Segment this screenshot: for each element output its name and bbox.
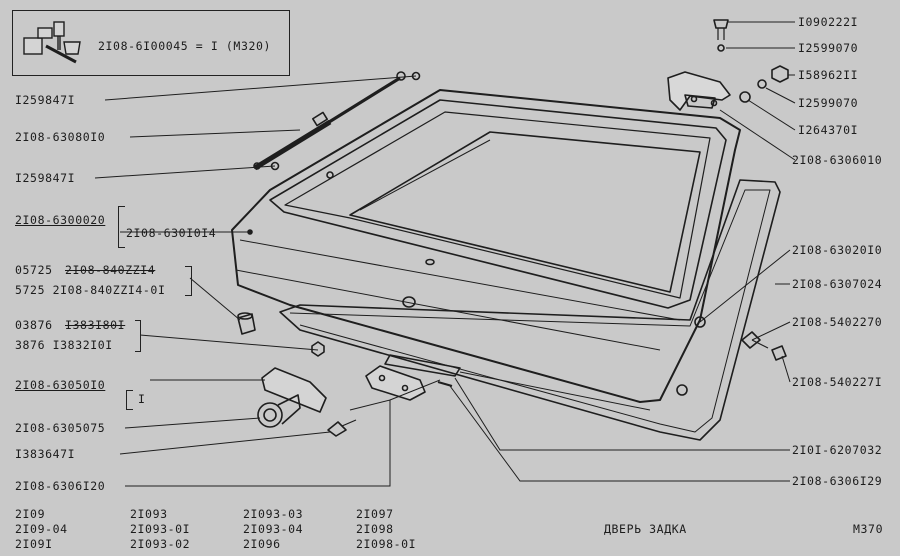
model-col-3-row-3: 2I096 [243,537,281,551]
inner-glass [349,131,701,293]
model-col-2-row-1: 2I093 [130,507,168,521]
diagram-caption: ДВЕРЬ ЗАДКА [604,522,687,536]
fastener-icon [23,21,81,64]
model-col-3-row-2: 2I093-04 [243,522,304,536]
model-col-1-row-3: 2I09I [15,537,53,551]
model-col-4-row-1: 2I097 [356,507,394,521]
door-seal-inner [289,189,771,433]
label-6305075: 2I08-6305075 [15,421,106,435]
lock-housing [261,367,327,413]
model-col-1-row-1: 2I09 [15,507,46,521]
model-col-2-row-3: 2I093-02 [130,537,191,551]
model-col-4-row-3: 2I098-0I [356,537,417,551]
model-col-2-row-2: 2I093-0I [130,522,191,536]
hinge [667,71,731,111]
legend-formula: 2I08-6I00045 = I (M320) [98,39,272,53]
label-I259847I-bottom: I259847I [15,171,76,185]
window-frame-outer [269,99,727,309]
label-I259847I-top: I259847I [15,93,76,107]
label-05725: 05725 [15,263,53,277]
label-540227I: 2I08-540227I [792,375,883,389]
model-col-3-row-1: 2I093-03 [243,507,304,521]
label-5402270: 2I08-5402270 [792,315,883,329]
label-6307024: 2I08-6307024 [792,277,883,291]
glass-opening [284,111,711,299]
label-6306I20: 2I08-6306I20 [15,479,106,493]
label-I2599070-top: I2599070 [798,41,859,55]
buffer-bracket [185,266,192,296]
striker-plate [365,365,426,401]
lock-hole [402,296,416,308]
model-col-4-row-2: 2I098 [356,522,394,536]
label-I383I80I: I383I80I [65,318,126,332]
trim-strip [384,354,461,377]
lock-bracket [126,390,133,410]
label-I264370I: I264370I [798,123,859,137]
assembly-bracket [118,206,125,248]
page-code: M370 [853,522,884,536]
door-seal [279,179,781,441]
label-gas-strut: 2I08-63080I0 [15,130,106,144]
model-col-1-row-2: 2I09-04 [15,522,68,536]
label-door-assembly: 2I08-6300020 [15,213,106,227]
label-I58962II: I58962II [798,68,859,82]
label-6306I29: 2I08-6306I29 [792,474,883,488]
label-840ZZI4-0I: 5725 2I08-840ZZI4-0I [15,283,166,297]
label-lock-assembly: 2I08-63050I0 [15,378,106,392]
label-I2599070-mid: I2599070 [798,96,859,110]
label-I090222I: I090222I [798,15,859,29]
label-I3832I0I: 3876 I3832I0I [15,338,113,352]
label-630I0I4: 2I08-630I0I4 [126,226,217,240]
label-hinge: 2I08-6306010 [792,153,883,167]
label-6207032: 2I0I-6207032 [792,443,883,457]
legend-box [12,10,290,76]
label-03876: 03876 [15,318,53,332]
label-63020I0: 2I08-63020I0 [792,243,883,257]
label-I: I [138,392,146,406]
label-I383647I: I383647I [15,447,76,461]
buffer [237,313,256,335]
door-outer-panel [231,89,741,403]
label-840ZZI4: 2I08-840ZZI4 [65,263,156,277]
nut-bracket [135,320,141,352]
